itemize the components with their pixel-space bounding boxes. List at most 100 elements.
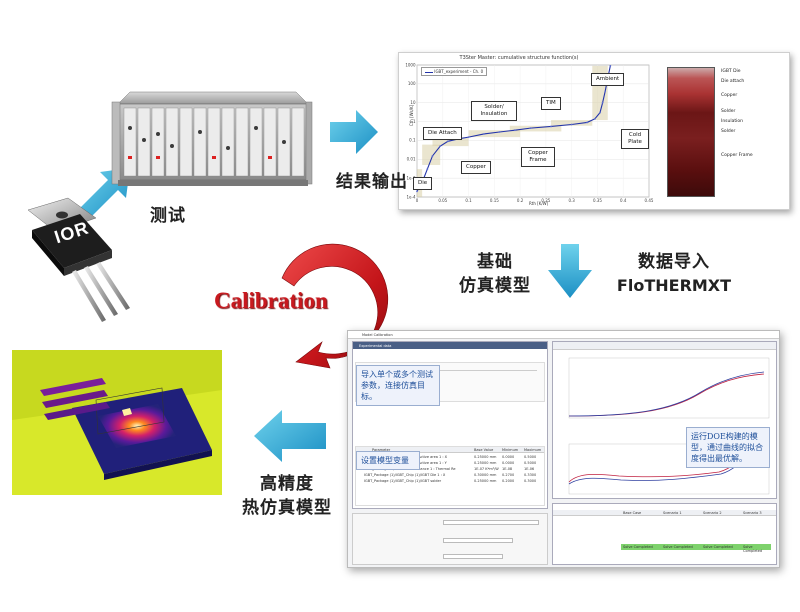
igbt-device-image bbox=[27, 197, 130, 322]
left-lower-pane bbox=[352, 513, 548, 565]
structure-function-panel: T3Ster Master: cumulative structure func… bbox=[398, 52, 790, 210]
callout-import: 导入单个或多个测试参数，连接仿真目标。 bbox=[356, 365, 440, 406]
right-chart-pane bbox=[552, 341, 777, 499]
data-point bbox=[570, 123, 573, 126]
region-band bbox=[509, 125, 562, 132]
data-point bbox=[498, 131, 501, 133]
param-col-header: Base Value bbox=[474, 448, 494, 452]
x-tick-label: 0.4 bbox=[620, 198, 627, 203]
y-tick-label: 100 bbox=[408, 81, 416, 86]
results-col-header: Base Case bbox=[623, 511, 642, 515]
annotation-solder-insulation: Solder/ Insulation bbox=[471, 101, 517, 121]
param-max: 0.3300 bbox=[524, 473, 537, 477]
input-box[interactable] bbox=[443, 538, 513, 543]
param-max: 1E-06 bbox=[524, 467, 535, 471]
input-box[interactable] bbox=[443, 554, 503, 559]
chart-title: T3Ster Master: cumulative structure func… bbox=[459, 55, 579, 61]
xsec-label: Solder bbox=[721, 129, 736, 134]
x-tick-label: 0 bbox=[416, 198, 419, 203]
data-point bbox=[604, 90, 607, 93]
annotation-cold-plate: Cold Plate bbox=[621, 129, 649, 149]
table-row[interactable]: IGBT_Package (1)/IGBT_Chip (1)/IGBT sold… bbox=[356, 478, 544, 484]
param-min: 0.0000 bbox=[502, 455, 515, 459]
data-point bbox=[431, 155, 434, 157]
xsec-label: Copper bbox=[721, 93, 738, 98]
x-tick-label: 0.35 bbox=[593, 198, 602, 203]
x-tick-label: 0.25 bbox=[541, 198, 550, 203]
chart-legend: IGBT_experiment - Ch. 0 bbox=[421, 67, 488, 76]
callout-doe: 运行DOE构建的模型，通过曲线的拟合度得出最优解。 bbox=[686, 427, 770, 468]
status-row: Solve Completed Solve Completed Solve Co… bbox=[621, 544, 771, 553]
param-min: 0.0000 bbox=[502, 461, 515, 465]
arrow-hp-model bbox=[254, 410, 326, 462]
y-tick-label: 1e-3 bbox=[407, 175, 416, 180]
param-value: 1E-07 K*m²/W bbox=[474, 467, 499, 471]
annotation-ambient: Ambient bbox=[591, 73, 625, 86]
xsec-label: Die attach bbox=[721, 79, 745, 84]
label-data-import-1: 数据导入 bbox=[638, 252, 710, 272]
results-col-header: Scenario 3 bbox=[743, 511, 762, 515]
cross-section-image bbox=[667, 67, 715, 197]
x-tick-label: 0.3 bbox=[568, 198, 575, 203]
x-tick-label: 0.15 bbox=[490, 198, 499, 203]
annotation-die: Die bbox=[413, 177, 433, 190]
xsec-label: IGBT Die bbox=[721, 69, 741, 74]
data-point bbox=[599, 111, 601, 114]
y-tick-label: 1e-4 bbox=[407, 194, 416, 199]
table-row[interactable]: IGBT_Package (1)/IGBT_Chip (1)/IGBT Die … bbox=[356, 472, 544, 478]
data-point bbox=[586, 121, 589, 124]
data-point bbox=[550, 125, 552, 128]
param-value: 0.25000 mm bbox=[474, 479, 497, 483]
window-title: Model Calibration bbox=[362, 333, 393, 337]
xsec-label: Solder bbox=[721, 109, 736, 114]
results-header: Base Case Scenario 1 Scenario 2 Scenario… bbox=[553, 510, 776, 516]
region-band bbox=[551, 120, 593, 126]
data-point bbox=[483, 133, 485, 135]
param-col-header: Parameter bbox=[372, 448, 391, 452]
calibration-ring-icon bbox=[281, 243, 389, 369]
y-tick-label: 10 bbox=[410, 100, 416, 105]
divider bbox=[357, 370, 537, 371]
data-point bbox=[439, 145, 442, 148]
param-value: 0.30000 mm bbox=[474, 473, 497, 477]
param-min: 0.2000 bbox=[502, 479, 515, 483]
xsec-label: Insulation bbox=[721, 119, 744, 124]
param-value: 0.25000 mm bbox=[474, 461, 497, 465]
param-max: 0.3000 bbox=[524, 479, 537, 483]
t3ster-tester-image bbox=[111, 91, 313, 186]
param-max: 0.5000 bbox=[524, 461, 537, 465]
status-text: Solve Completed bbox=[663, 545, 693, 549]
data-point bbox=[467, 136, 470, 139]
x-tick-label: 0.1 bbox=[465, 198, 472, 203]
y-tick-label: 0.01 bbox=[407, 157, 416, 162]
arrow-result-output bbox=[330, 110, 378, 154]
label-test: 测试 bbox=[150, 206, 186, 226]
left-pane: Experimental data Parameter Base Value M… bbox=[352, 341, 548, 509]
region-band bbox=[468, 130, 521, 138]
annotation-tim: TIM bbox=[541, 97, 561, 110]
chart-ylabel: Cth [Ws/K] bbox=[409, 104, 415, 127]
calibration-label: Calibration bbox=[214, 288, 328, 313]
param-value: 0.25000 mm bbox=[474, 455, 497, 459]
results-col-header: Scenario 2 bbox=[703, 511, 722, 515]
region-band bbox=[432, 137, 469, 147]
x-tick-label: 0.05 bbox=[438, 198, 447, 203]
x-tick-label: 0.45 bbox=[645, 198, 654, 203]
param-col-header: Maximum bbox=[524, 448, 542, 452]
arrow-data-import bbox=[548, 244, 592, 298]
parameters-header: Parameter Base Value Minimum Maximum bbox=[356, 447, 544, 453]
data-point bbox=[514, 129, 516, 132]
param-name: IGBT_Package (1)/IGBT_Chip (1)/IGBT sold… bbox=[364, 479, 442, 483]
annotation-copper: Copper bbox=[461, 161, 491, 174]
left-pane-title: Experimental data bbox=[359, 343, 392, 348]
annotation-copper-frame: Copper Frame bbox=[521, 147, 555, 167]
label-result-output: 结果输出 bbox=[336, 172, 408, 192]
input-box[interactable] bbox=[443, 520, 539, 525]
status-text: Solve Completed bbox=[703, 545, 733, 549]
status-text: Solve Completed bbox=[743, 545, 763, 553]
chart-tabs[interactable] bbox=[553, 342, 776, 350]
data-point bbox=[601, 101, 604, 104]
label-basic-model-2: 仿真模型 bbox=[459, 276, 531, 296]
